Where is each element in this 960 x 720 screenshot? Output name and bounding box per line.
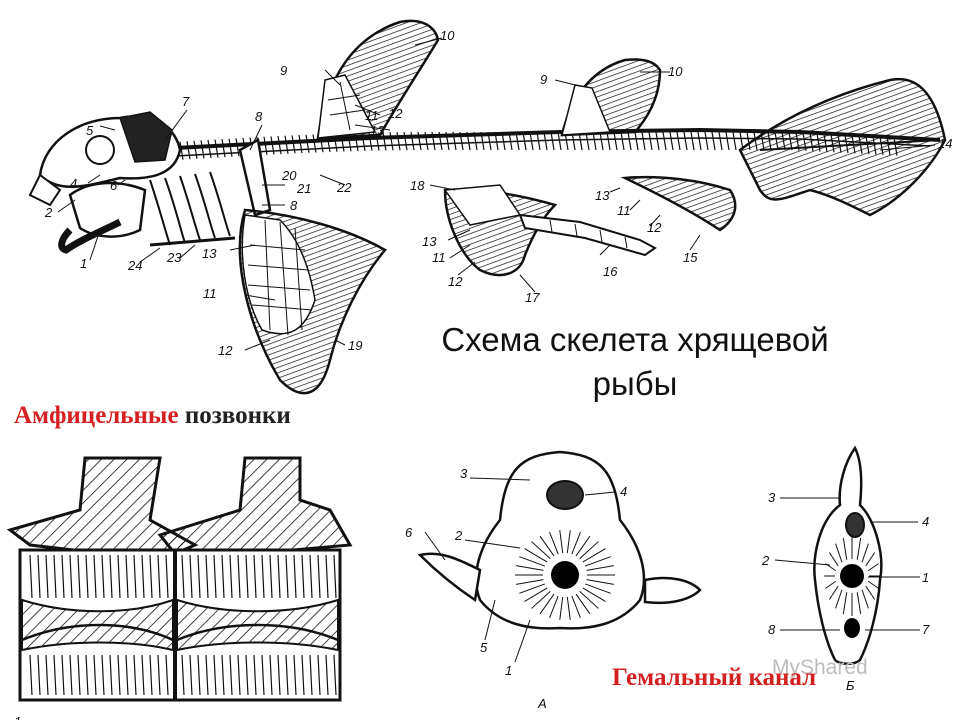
title-line-2: рыбы [592, 365, 678, 402]
watermark-logo: MyShared [772, 656, 868, 679]
fish-label: 11 [432, 250, 446, 265]
notochord-b [840, 564, 864, 588]
fish-label: 9 [540, 72, 547, 87]
svg-text:7: 7 [922, 622, 930, 637]
neural-canal-b [845, 512, 865, 538]
label-leaders [57, 37, 936, 351]
gill-arches [149, 171, 236, 247]
shoulder-girdle [238, 138, 272, 217]
fish-label: 18 [410, 178, 425, 193]
svg-text:5: 5 [480, 640, 488, 655]
svg-text:1: 1 [505, 663, 512, 678]
neural-canal [546, 480, 584, 510]
svg-text:8: 8 [768, 622, 776, 637]
vertebra-section-b: 3 4 2 1 8 7 [761, 445, 930, 665]
hemal-canal-b [844, 618, 860, 638]
notochord [551, 561, 579, 589]
amphicoelous-highlight: Амфицельные [14, 402, 179, 429]
fish-label: 17 [525, 290, 540, 305]
fish-label: 8 [255, 109, 263, 124]
svg-text:4: 4 [922, 514, 929, 529]
fish-label: 24 [127, 258, 142, 273]
subfigure-label-a: А [537, 696, 547, 711]
diagram-title: Схема скелета хрящевой рыбы [365, 318, 905, 406]
fish-label: 10 [668, 64, 683, 79]
clasper [518, 213, 657, 257]
rib-right [643, 576, 702, 605]
fish-label: 19 [348, 338, 362, 353]
fish-label: 15 [683, 250, 698, 265]
svg-text:6: 6 [405, 525, 413, 540]
hemal-canal-caption: Гемальный канал [612, 664, 817, 691]
svg-text:3: 3 [460, 466, 468, 481]
subfigure-label-b: Б [846, 678, 855, 693]
fish-label: 8 [290, 198, 298, 213]
svg-text:3: 3 [768, 490, 776, 505]
fish-label: 5 [86, 123, 94, 138]
fish-label: 10 [440, 28, 455, 43]
caudal-fin [738, 77, 947, 217]
svg-text:4: 4 [620, 484, 627, 499]
subfigure-label-c: 1 [14, 714, 21, 720]
eye-orbit [85, 135, 115, 165]
fish-label: 13 [422, 234, 437, 249]
title-line-1: Схема скелета хрящевой [441, 321, 829, 358]
amphicoelous-vertebrae-drawing [6, 456, 353, 702]
fish-label: 21 [296, 181, 311, 196]
fish-label: 23 [166, 250, 182, 265]
fish-label: 12 [218, 343, 233, 358]
anal-fin [620, 175, 737, 232]
fish-label: 12 [388, 106, 403, 121]
fish-label: 12 [647, 220, 662, 235]
fish-label: 13 [595, 188, 610, 203]
fish-label: 2 [44, 205, 53, 220]
fish-label: 4 [70, 176, 77, 191]
fish-label-group: 1 2 4 5 6 7 8 8 9 9 10 10 11 12 13 14 18… [44, 28, 952, 358]
fish-label: 16 [603, 264, 618, 279]
fish-label: 1 [80, 256, 87, 271]
rib-left [417, 552, 482, 603]
fish-label: 12 [448, 274, 463, 289]
neural-arch-right [157, 456, 353, 562]
fish-label: 22 [336, 180, 352, 195]
fish-label: 11 [617, 203, 631, 218]
fish-label: 13 [370, 123, 385, 138]
fish-label: 11 [365, 108, 379, 123]
fish-skeleton: 1 2 4 5 6 7 8 8 9 9 10 10 11 12 13 14 18… [28, 19, 952, 395]
svg-text:2: 2 [761, 553, 770, 568]
fish-label: 11 [203, 286, 217, 301]
amphicoelous-caption: Амфицельные позвонки [14, 402, 291, 430]
fish-label: 6 [110, 178, 118, 193]
amphicoelous-rest: позвонки [178, 402, 291, 429]
vertebra-section-a: 3 4 2 6 5 1 [405, 450, 702, 678]
svg-text:1: 1 [922, 570, 929, 585]
fish-label: 13 [202, 246, 217, 261]
fish-label: 14 [938, 136, 952, 151]
fish-label: 9 [280, 63, 287, 78]
fish-label: 7 [182, 94, 190, 109]
svg-text:2: 2 [454, 528, 463, 543]
fish-label: 20 [281, 168, 297, 183]
